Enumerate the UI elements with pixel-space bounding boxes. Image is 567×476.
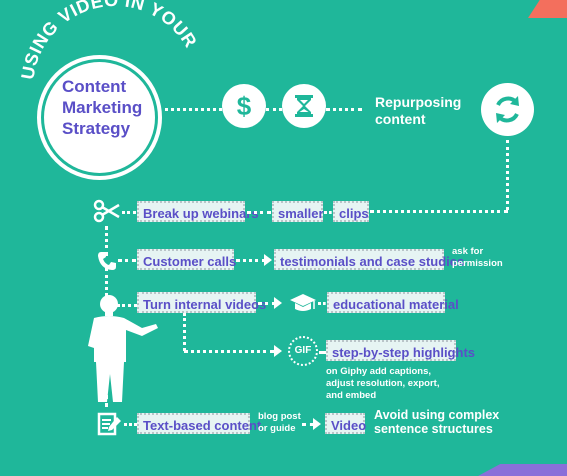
connector xyxy=(165,108,222,111)
connector xyxy=(236,259,266,262)
video-box: Video xyxy=(325,413,366,434)
connector xyxy=(117,304,137,307)
step-by-step-box: step-by-step highlights xyxy=(326,340,475,361)
testimonials-box: testimonials and case studies xyxy=(274,249,464,270)
refresh-icon xyxy=(481,83,534,136)
connector xyxy=(318,302,326,305)
giphy-note: on Giphy add captions, adjust resolution… xyxy=(326,366,440,401)
title-line-3: Strategy xyxy=(62,119,131,138)
clips-box: clips xyxy=(333,201,369,222)
text-based-content-box: Text-based content xyxy=(137,413,261,434)
connector xyxy=(105,268,108,296)
dollar-icon: $ xyxy=(222,84,266,128)
title-circle-inner xyxy=(44,62,155,173)
connector xyxy=(118,259,136,262)
connector xyxy=(326,108,362,111)
title-line-1: Content xyxy=(62,77,127,96)
connector xyxy=(105,226,108,256)
ask-permission-note: ask for permission xyxy=(452,246,503,269)
gif-label: GIF xyxy=(294,345,312,356)
scissors-icon xyxy=(93,199,120,223)
arrow xyxy=(313,418,321,430)
educational-material-box: educational material xyxy=(327,292,459,313)
title-line-2: Marketing xyxy=(62,98,143,117)
connector xyxy=(184,350,274,353)
connector xyxy=(247,211,271,214)
gif-icon xyxy=(288,336,318,366)
document-pencil-icon xyxy=(97,412,121,436)
repurposing-label: Repurposing content xyxy=(375,94,462,127)
svg-text:$: $ xyxy=(237,91,252,121)
phone-icon xyxy=(98,252,116,270)
title-text: Content Marketing Strategy xyxy=(62,76,162,139)
arrow xyxy=(274,297,282,309)
smaller-box: smaller xyxy=(272,201,324,222)
arrow xyxy=(274,345,282,357)
connector xyxy=(124,423,137,426)
connector xyxy=(506,140,509,210)
hourglass-icon xyxy=(282,84,326,128)
connector xyxy=(319,351,325,354)
blog-post-note: blog post or guide xyxy=(258,411,301,434)
purple-corner-accent xyxy=(478,464,567,476)
connector xyxy=(370,210,508,213)
avoid-complex-tip: Avoid using complex sentence structures xyxy=(374,408,500,436)
arrow xyxy=(264,254,272,266)
orange-corner-accent xyxy=(528,0,567,18)
connector xyxy=(266,108,282,111)
customer-calls-box: Customer calls xyxy=(137,249,236,270)
connector xyxy=(302,423,314,426)
connector xyxy=(122,211,136,214)
graduation-cap-icon xyxy=(290,294,316,311)
turn-internal-videos-box: Turn internal videos xyxy=(137,292,266,313)
connector xyxy=(324,211,332,214)
connector xyxy=(258,302,276,305)
refresh-glyph xyxy=(496,96,519,123)
title-circle xyxy=(37,55,162,180)
break-up-webinars-box: Break up webinars xyxy=(137,201,259,222)
hourglass-glyph xyxy=(295,95,313,117)
presenter-figure xyxy=(88,295,158,402)
dollar-glyph: $ xyxy=(237,91,252,121)
connector xyxy=(183,313,186,351)
